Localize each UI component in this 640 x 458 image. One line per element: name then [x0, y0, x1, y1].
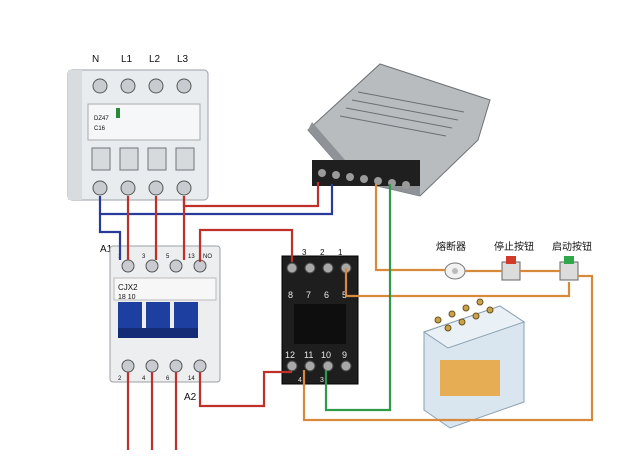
base-top-3: 3: [302, 248, 307, 257]
base-row1-7: 7: [306, 290, 311, 300]
breaker-label-l2: L2: [149, 54, 161, 65]
contactor-top-3: 3: [142, 254, 146, 260]
breaker-label-l3: L3: [177, 54, 189, 65]
circuit-breaker: N L1 L2 L3 DZ47 C16: [67, 54, 209, 201]
breaker-label-l1: L1: [121, 54, 133, 65]
base-bottom-3: 3: [320, 377, 324, 384]
base-row1-8: 8: [288, 290, 293, 300]
base-bottom-4: 4: [298, 377, 302, 384]
breaker-rating: C16: [94, 126, 106, 132]
wire-a2-to-base: [198, 370, 292, 408]
start-button-label: 启动按钮: [552, 240, 592, 253]
contactor-bottom-6: 6: [166, 376, 170, 382]
base-row1-6: 6: [324, 290, 329, 300]
contactor-bottom-2: 2: [118, 376, 122, 382]
contactor-no-label: NO: [203, 254, 212, 260]
breaker-label-n: N: [92, 54, 99, 65]
wire-n-to-coil: [98, 214, 122, 260]
contactor: A1 1 3 5 13 NO CJX2 18 10 2 4 6 14 A2: [100, 244, 221, 403]
wire-start-to-base5: [344, 268, 571, 298]
base-row2-9: 9: [342, 350, 347, 360]
relay-icon: [422, 298, 526, 429]
base-row2-10: 10: [321, 350, 331, 360]
fuse-and-buttons: 熔断器 停止按钮 启动按钮: [436, 240, 592, 281]
coil-a2-label: A2: [184, 392, 197, 403]
base-row1-5: 5: [342, 290, 347, 300]
base-row2-12: 12: [285, 350, 295, 360]
breaker-model: DZ47: [94, 116, 109, 122]
base-top-2: 2: [320, 248, 325, 257]
base-row2-11: 11: [304, 350, 313, 360]
start-button-icon: [559, 256, 579, 281]
contactor-rating: 18 10: [118, 294, 136, 301]
contactor-top-13: 13: [188, 254, 195, 260]
stop-button-label: 停止按钮: [494, 240, 534, 253]
fuse-label: 熔断器: [436, 240, 466, 253]
contactor-model: CJX2: [118, 283, 138, 292]
contactor-bottom-14: 14: [188, 376, 195, 382]
contactor-bottom-4: 4: [142, 376, 146, 382]
wire-13-to-base: [198, 228, 294, 262]
fuse-icon: [444, 262, 466, 280]
wire-psu-green: [324, 184, 392, 412]
wire-n-to-psu: [98, 184, 334, 216]
switching-power-supply: [307, 63, 491, 197]
base-top-1: 1: [338, 248, 343, 257]
relay-base: 3 2 1 8 7 6 5 12 11 10 9 4 3: [281, 248, 359, 385]
wire-psu-to-fuse: [374, 184, 445, 272]
contactor-top-5: 5: [166, 254, 170, 260]
wires: [98, 182, 594, 450]
stop-button-icon: [501, 256, 521, 281]
wire-start-to-base9: [302, 274, 594, 422]
coil-a1-label: A1: [100, 244, 113, 255]
